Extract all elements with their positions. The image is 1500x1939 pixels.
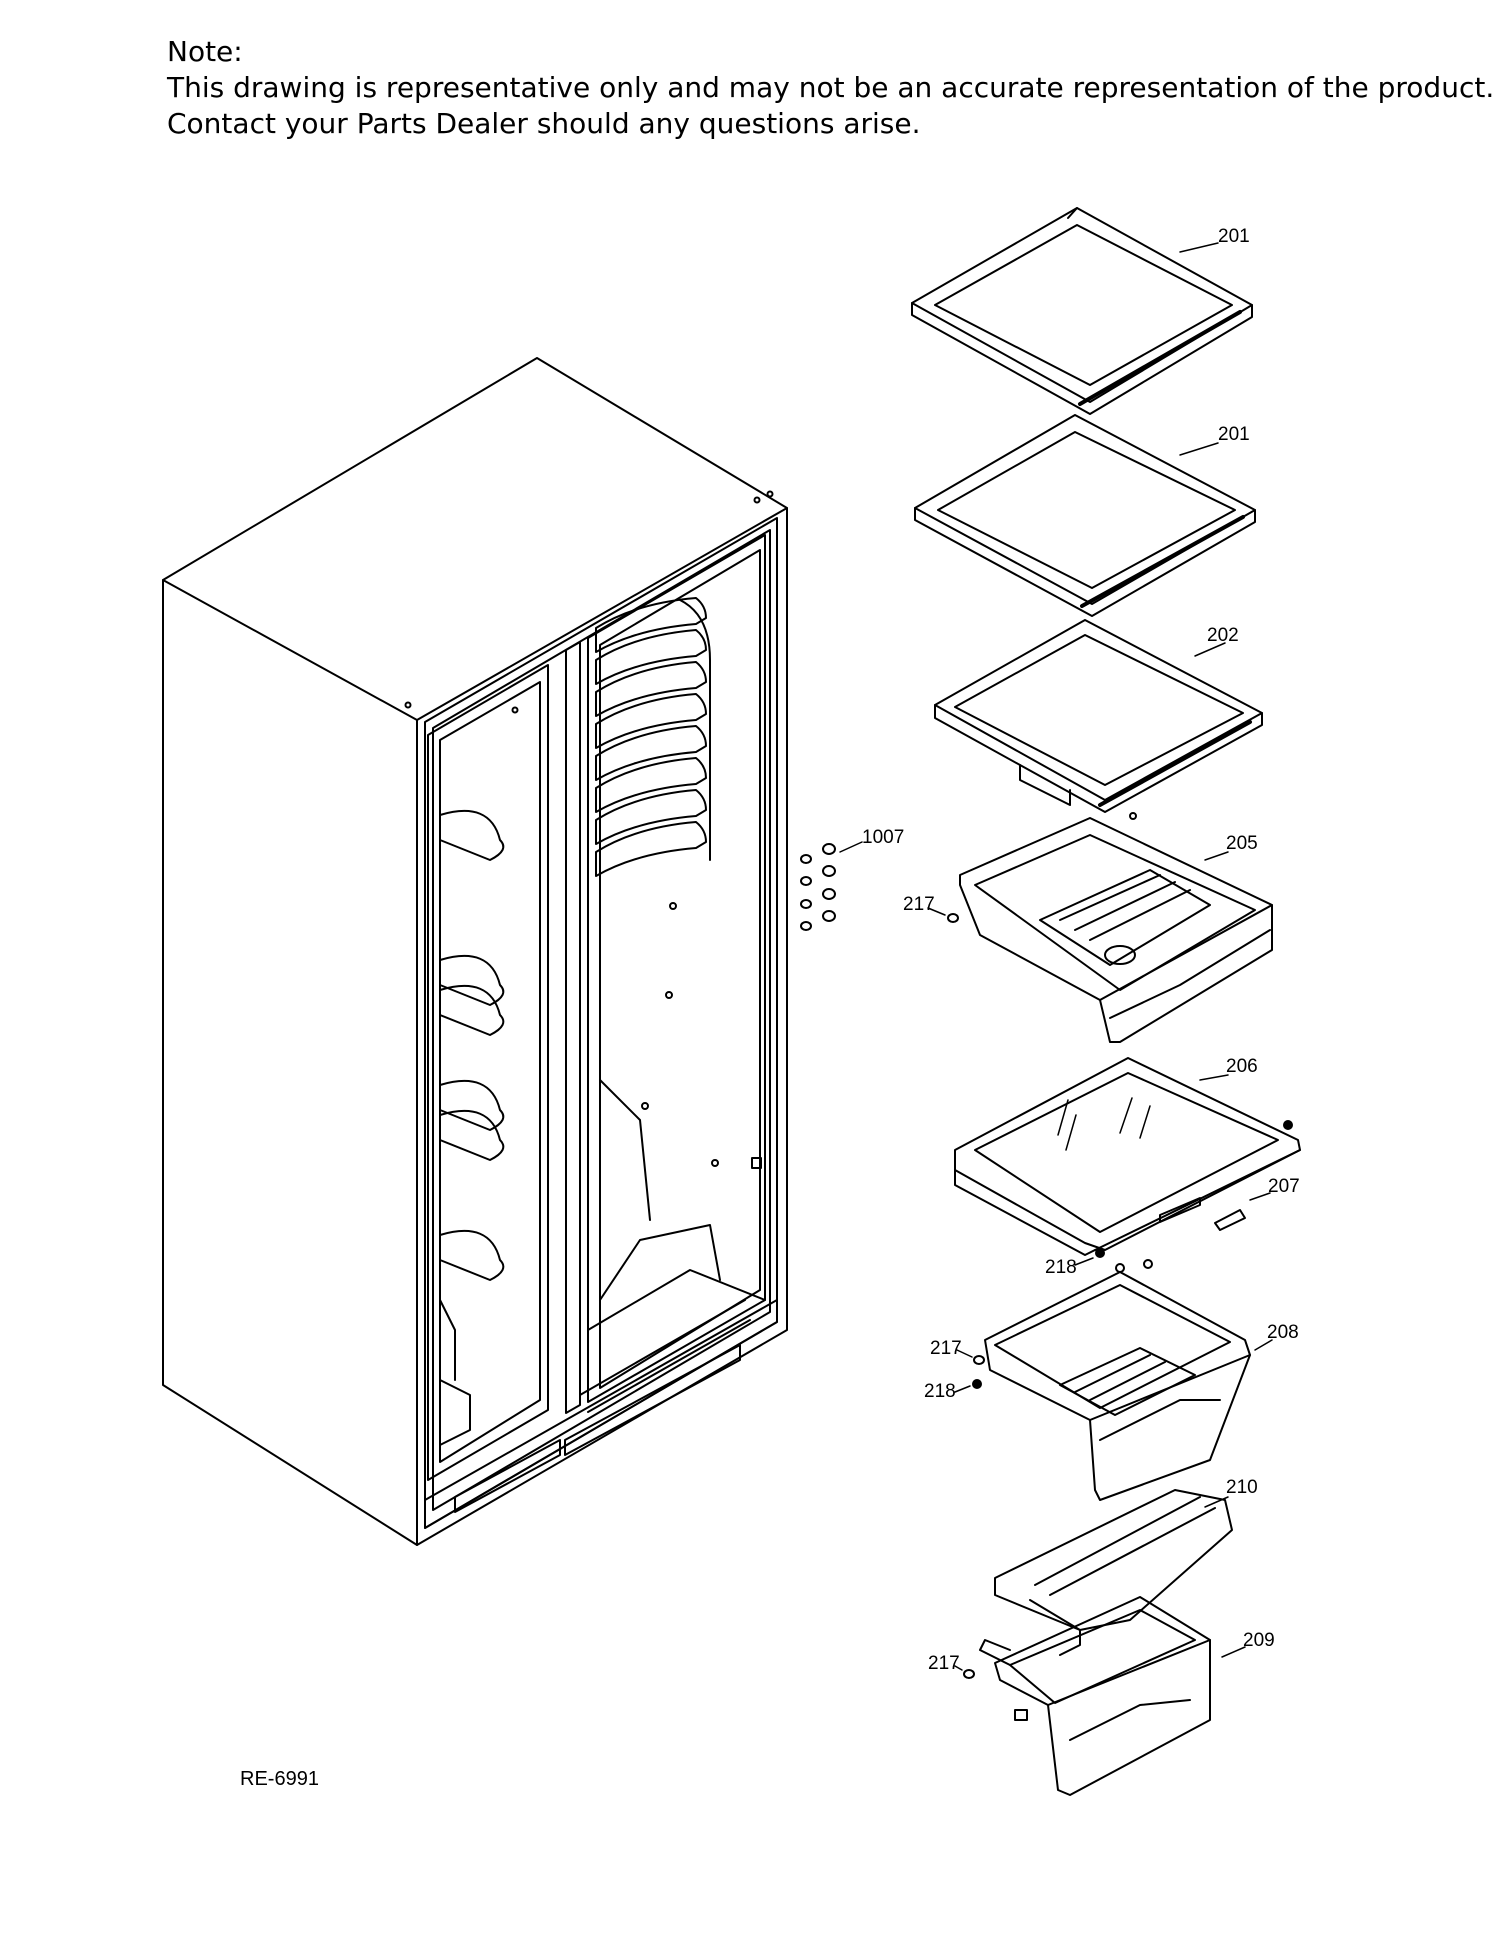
bumper-218-b [954, 1379, 982, 1393]
refrigerator-cabinet [162, 357, 788, 1546]
callout-217-c: 217 [928, 1653, 960, 1674]
disclaimer-note: Note: This drawing is representative onl… [167, 34, 1494, 142]
note-line-1: This drawing is representative only and … [167, 71, 1495, 104]
drawer-209 [979, 1596, 1246, 1796]
shelf-support-rails [595, 597, 711, 877]
bumper-218-a [1074, 1248, 1105, 1266]
freezer-slide-rails [439, 809, 505, 1281]
clip-207 [1214, 1192, 1271, 1231]
callout-210: 210 [1226, 1477, 1258, 1498]
screw-set-1007 [800, 841, 863, 931]
glass-shelf-202 [934, 619, 1263, 813]
crisper-drawer-205 [959, 812, 1273, 1043]
screw-217-c [954, 1665, 975, 1679]
note-heading: Note: [167, 35, 243, 68]
callout-201-top: 201 [1218, 226, 1250, 247]
callout-205: 205 [1226, 833, 1258, 854]
callout-labels: 201 201 202 1007 205 217 206 207 218 217… [862, 226, 1300, 1674]
note-line-2: Contact your Parts Dealer should any que… [167, 107, 921, 140]
callout-217-b: 217 [930, 1338, 962, 1359]
drawer-cover-210 [994, 1489, 1233, 1656]
callout-207: 207 [1268, 1176, 1300, 1197]
callout-217-a: 217 [903, 894, 935, 915]
callout-218-b: 218 [924, 1381, 956, 1402]
screw-217-b [956, 1349, 985, 1365]
screw-217-a [927, 907, 959, 923]
callout-218-a: 218 [1045, 1257, 1077, 1278]
callout-206: 206 [1226, 1056, 1258, 1077]
drawing-reference-number: RE-6991 [240, 1768, 319, 1790]
crisper-cover-206 [954, 1057, 1301, 1256]
glass-shelf-201-middle [914, 414, 1256, 617]
callout-1007: 1007 [862, 827, 904, 848]
glass-shelf-201-top [911, 207, 1253, 415]
callout-202: 202 [1207, 625, 1239, 646]
callout-208: 208 [1267, 1322, 1299, 1343]
callout-209: 209 [1243, 1630, 1275, 1651]
callout-201-middle: 201 [1218, 424, 1250, 445]
crisper-drawer-208 [984, 1259, 1273, 1501]
